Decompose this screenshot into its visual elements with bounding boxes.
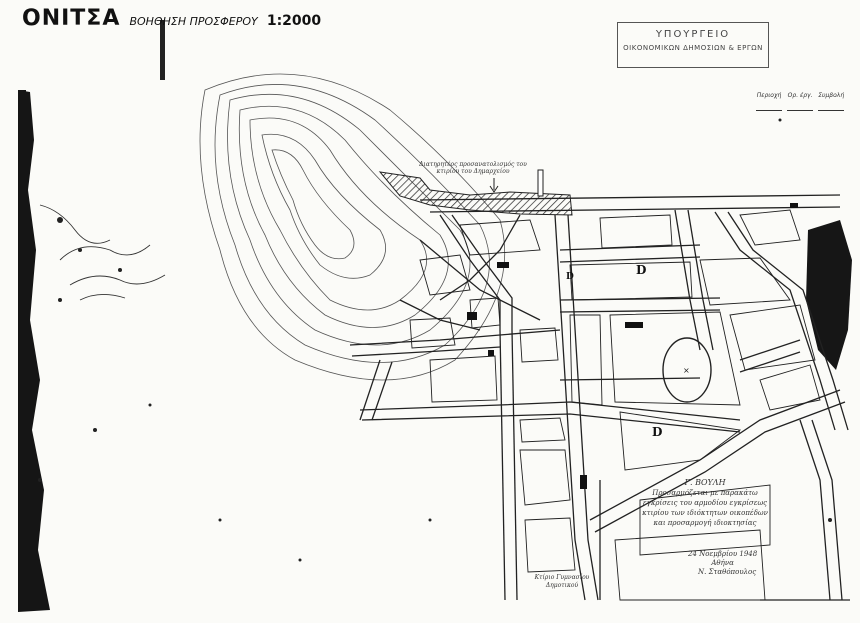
map-scale: 1:2000 (266, 13, 322, 29)
legend-cells: Περιοχή Ορ. έργ. Συμβολή (756, 92, 845, 111)
terrain-contours (199, 73, 506, 381)
legend-cell: Ορ. έργ. (787, 92, 814, 111)
pier-arrow (489, 178, 499, 193)
approval-date-text: 24 Νοεμβρίου 1948 (688, 550, 758, 558)
town-name: ΟΝΙΤΣΑ (22, 6, 121, 31)
building-marks (467, 203, 798, 489)
scan-edge-left (18, 90, 50, 612)
hillside-hatching (39, 204, 166, 301)
scan-speckles (38, 20, 832, 562)
pier-tower (537, 169, 544, 197)
stadium-oval (662, 337, 712, 403)
approval-note: Γ. ΒΟΥΛΗ Προσαρμόζεται με παρακάτω εγκρί… (640, 478, 770, 528)
approval-note-title: Γ. ΒΟΥΛΗ (684, 478, 726, 487)
city-blocks (409, 209, 821, 601)
harbor-annotation: Διατηρητέος προσανατολισμός του κτιρίου … (419, 161, 527, 175)
scan-edge-right (806, 220, 852, 370)
bottom-annotation: Κτίριο Γυμνασίου Δημοτικού (534, 574, 590, 589)
stamp-line-1: ΥΠΟΥΡΓΕΙΟ (655, 29, 731, 40)
zone-label: D (636, 263, 647, 277)
waterfront-pier (378, 171, 573, 216)
stadium-mark: × (683, 366, 690, 375)
street-network (349, 194, 850, 601)
signature-text: Ν. Σταθόπουλος (698, 568, 757, 576)
map-subtitle: ΒΟΗΘΗΣΗ ΠΡΟΣΦΕΡΟΥ (129, 15, 258, 28)
ministry-stamp: ΥΠΟΥΡΓΕΙΟ ΟΙΚΟΝΟΜΙΚΩΝ ΔΗΜΟΣΙΩΝ & ΕΡΓΩΝ (617, 22, 769, 68)
zone-label: D (652, 425, 663, 439)
legend-cell: Περιοχή (756, 92, 782, 111)
approval-date: 24 Νοεμβρίου 1948 Αθήνα (688, 550, 757, 568)
map-title: ΟΝΙΤΣΑ ΒΟΗΘΗΣΗ ΠΡΟΣΦΕΡΟΥ 1:2000 (22, 6, 321, 31)
zone-label: D (566, 272, 574, 282)
approval-note-body: Προσαρμόζεται με παρακάτω εγκρίσεις του … (642, 489, 768, 527)
stamp-line-2: ΟΙΚΟΝΟΜΙΚΩΝ ΔΗΜΟΣΙΩΝ & ΕΡΓΩΝ (623, 44, 763, 52)
approval-date-place: Αθήνα (711, 559, 734, 567)
legend-cell: Συμβολή (818, 92, 845, 111)
